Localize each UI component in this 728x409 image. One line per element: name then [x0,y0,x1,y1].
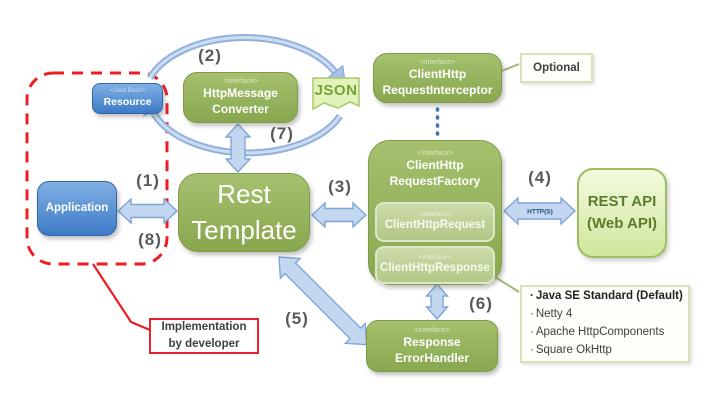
interceptor-label-line2: RequestInterceptor [382,82,493,97]
arrow-response-errorhandler [424,282,450,321]
application-label: Application [45,202,109,215]
client-http-request-label: ClientHttpRequest [384,219,486,231]
client-http-response-stereotype: <interface> [418,254,452,262]
bullet-icon: · [530,343,534,356]
step-7-label: (7) [270,124,294,143]
developer-note-line1: Implementation [161,321,247,334]
step-4-label: (4) [528,168,552,187]
client-http-request-stereotype: <interface> [418,211,452,219]
bullet-icon: · [530,308,534,321]
json-label: JSON [314,82,358,99]
step-1-label: (1) [136,171,160,190]
developer-note-line2: by developer [168,338,240,350]
json-flag: JSON [312,77,360,115]
bullet-icon: · [530,326,534,338]
factory-label-line2: RequestFactory [389,173,481,188]
client-http-response-box: <interface> ClientHttpResponse [375,246,495,284]
resource-stereotype: <Java Bean> [109,87,146,94]
implementation-item-label: Square OkHttp [535,343,612,356]
implementation-item-label: Netty 4 [535,308,573,321]
json-flag-shape [312,77,360,111]
arrow-resttemplate-errorhandler [278,256,368,346]
step-2-label: (2) [198,46,222,65]
error-handler-line1: Response [403,334,461,349]
factory-stereotype: <interface> [417,150,453,157]
converter-label-line1: HttpMessage [203,86,278,101]
client-http-request-interceptor-box: <interface> ClientHttp RequestIntercepto… [373,53,502,103]
error-handler-stereotype: <interface> [414,326,450,334]
factory-label-line1: ClientHttp [406,158,464,173]
implementations-note-box: ·Java SE Standard (Default) ·Netty 4 ·Ap… [520,285,690,363]
response-error-handler-box: <interface> Response ErrorHandler [366,320,498,372]
application-box: Application [37,181,117,236]
arrow-application-resttemplate [116,197,179,225]
implementation-item: ·Netty 4 [530,306,572,324]
implementation-item-label: Java SE Standard (Default) [535,290,683,303]
rest-api-box: REST API (Web API) [577,168,667,258]
implementation-item: ·Java SE Standard (Default) [530,288,683,306]
arrow-resttemplate-factory [310,201,368,229]
step-5-label: (5) [285,309,309,328]
step-8-label: (8) [138,230,162,249]
interceptor-stereotype: <interface> [419,58,456,66]
rest-template-box: Rest Template [178,173,310,252]
rest-api-line2: (Web API) [587,215,657,232]
bullet-icon: · [530,290,534,303]
developer-note-callout-line [92,263,151,332]
resource-label: Resource [103,95,152,108]
step-6-label: (6) [469,294,493,313]
client-http-request-box: <interface> ClientHttpRequest [375,202,495,242]
client-http-response-label: ClientHttpResponse [380,262,490,274]
rest-template-line2: Template [191,214,297,245]
error-handler-line2: ErrorHandler [394,350,470,365]
converter-stereotype: <interface> [222,78,259,86]
converter-label-line2: Converter [212,102,269,117]
optional-label: Optional [533,62,580,74]
rest-api-line1: REST API [587,192,657,210]
http-message-converter-box: <interface> HttpMessage Converter [183,72,298,123]
developer-note-box: Implementation by developer [149,318,259,354]
implementation-item: ·Square OkHttp [530,342,612,360]
rest-template-line1: Rest [217,179,271,210]
https-label: HTTP(S) [527,209,553,216]
interceptor-label-line1: ClientHttp [408,66,467,81]
conversion-cycle-top-arc-highlight [148,36,337,79]
implementation-item: ·Apache HttpComponents [530,324,664,342]
optional-note-box: Optional [520,53,593,83]
arrow-factory-restapi [502,196,577,226]
arrow-converter-resttemplate [224,122,252,174]
implementation-item-label: Apache HttpComponents [535,326,665,338]
developer-boundary-dashed-rect [25,71,169,266]
step-3-label: (3) [328,177,352,196]
resource-box: <Java Bean> Resource [92,83,163,114]
